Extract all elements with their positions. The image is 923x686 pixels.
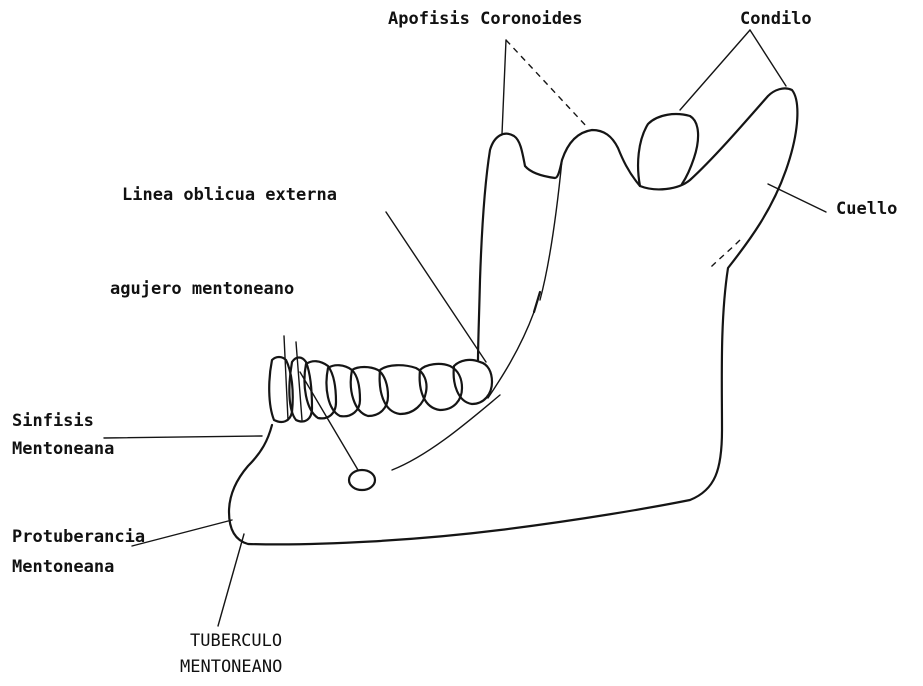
leader-protuberancia: [132, 520, 232, 546]
incisor-marks: [296, 342, 302, 420]
leader-condilo-1: [680, 30, 750, 110]
internal-line: [488, 312, 534, 398]
teeth-row: [269, 357, 492, 422]
label-protuberancia-1: Protuberancia: [12, 527, 145, 547]
label-linea-oblicua-externa: Linea oblicua externa: [122, 185, 337, 205]
mental-foramen: [349, 470, 375, 490]
label-sinfisis-2: Mentoneana: [12, 439, 114, 459]
ramus-inner-ridge: [540, 160, 562, 300]
leader-linea-oblicua: [386, 212, 486, 362]
label-tuberculo-1: TUBERCULO: [190, 631, 282, 651]
label-sinfisis-1: Sinfisis: [12, 411, 94, 431]
neck-dashed-line: [710, 240, 740, 268]
mandible-outline: [229, 88, 797, 544]
ramus-inner-ridge-2: [534, 292, 540, 312]
label-agujero-mentoneano: agujero mentoneano: [110, 279, 294, 299]
tooth: [454, 360, 492, 404]
leader-apofisis-1: [502, 40, 506, 134]
leader-sinfisis: [104, 436, 262, 438]
label-protuberancia-2: Mentoneana: [12, 557, 114, 577]
label-condilo: Condilo: [740, 9, 812, 29]
label-tuberculo-2: MENTONEANO: [180, 657, 282, 677]
leader-tuberculo: [218, 534, 244, 626]
leader-agujero: [300, 372, 358, 470]
internal-oblique: [392, 395, 500, 470]
leader-apofisis-2: [506, 40, 588, 128]
label-cuello: Cuello: [836, 199, 897, 219]
condyle-head: [638, 114, 698, 186]
leader-cuello: [768, 184, 826, 212]
leader-condilo-2: [750, 30, 786, 86]
label-apofisis-coronoides: Apofisis Coronoides: [388, 9, 582, 29]
incisor-marks: [284, 336, 288, 420]
